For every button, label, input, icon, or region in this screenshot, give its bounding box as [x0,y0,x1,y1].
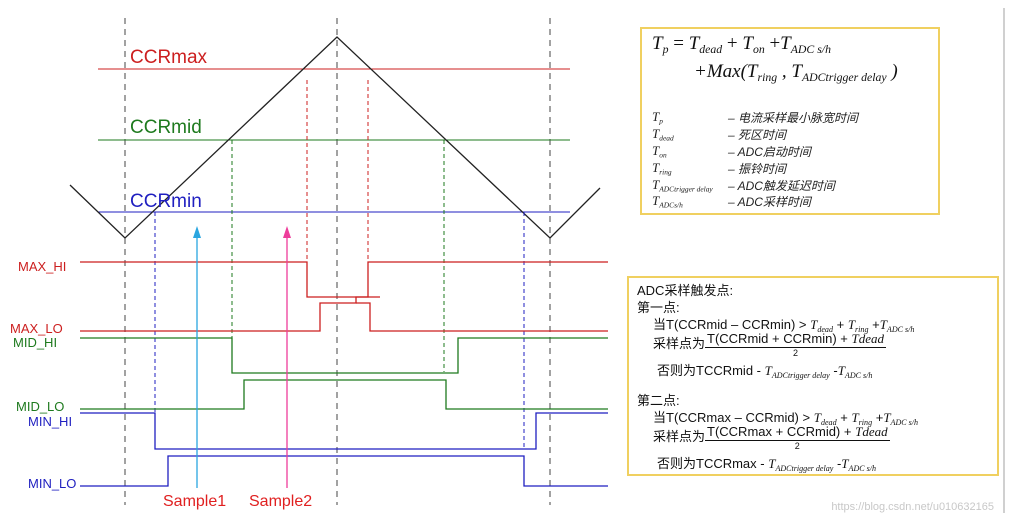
mid-lo-label: MID_LO [16,399,65,414]
legend-desc: – ADC启动时间 [728,145,811,159]
point1-head: 第一点: [637,300,680,315]
sample1-label: Sample1 [163,493,227,510]
point1-else: 否则为TCCRmid - TADCtrigger delay -TADC s/h [657,363,873,380]
point2-else: 否则为TCCRmax - TADCtrigger delay -TADC s/h [657,456,877,473]
point2-condition: 当T(CCRmax – CCRmid) > Tdead + Tring +TAD… [653,410,919,427]
legend-row: Tdead [652,126,674,143]
formula-line1: Tp = Tdead + Ton +TADC s/h [652,33,831,57]
legend-desc: – 电流采样最小脉宽时间 [728,111,859,125]
trigger-title: ADC采样触发点: [637,283,734,298]
sample2-label: Sample2 [249,493,313,510]
min-lo-waveform [80,455,608,487]
max-lo-waveform [80,296,380,332]
max-hi-waveform [80,261,608,298]
sample1-arrow-head [193,226,201,238]
max-hi-label: MAX_HI [18,259,67,274]
max-lo-label: MAX_LO [10,321,63,336]
legend-row: Ton [652,143,667,160]
mid-hi-label: MID_HI [13,335,58,350]
ccrmid-label: CCRmid [130,117,202,138]
page-divider [1003,8,1005,513]
legend-row: Tp [652,109,663,126]
ccrmax-label: CCRmax [130,47,208,68]
formula-line2: +Max(Tring , TADCtrigger delay ) [694,61,898,85]
legend-desc: – ADC采样时间 [728,195,811,209]
min-hi-waveform [80,412,608,450]
legend-desc: – 死区时间 [728,128,787,142]
min-lo-label: MIN_LO [28,476,77,491]
trigger-box: ADC采样触发点: 第一点: 当T(CCRmid – CCRmin) > Tde… [627,276,999,476]
mid-lo-waveform [80,379,608,410]
formula-box: Tp = Tdead + Ton +TADC s/h +Max(Tring , … [640,27,940,215]
point1-condition: 当T(CCRmid – CCRmin) > Tdead + Tring +TAD… [653,317,915,334]
legend-row: TADCtrigger delay [652,177,713,194]
legend-row: TADCs/h [652,193,683,210]
max-lo-waveform-right [356,302,608,332]
mid-hi-waveform [80,337,608,374]
watermark: https://blog.csdn.net/u010632165 [831,501,994,513]
sample2-arrow-head [283,226,291,238]
legend-row: Tring [652,160,672,177]
point2-head: 第二点: [637,393,680,408]
triangle-carrier [69,36,601,239]
legend-desc: – ADC触发延迟时间 [728,179,835,193]
ccrmin-label: CCRmin [130,191,202,212]
min-hi-label: MIN_HI [28,414,73,429]
legend-desc: – 振铃时间 [728,162,787,176]
